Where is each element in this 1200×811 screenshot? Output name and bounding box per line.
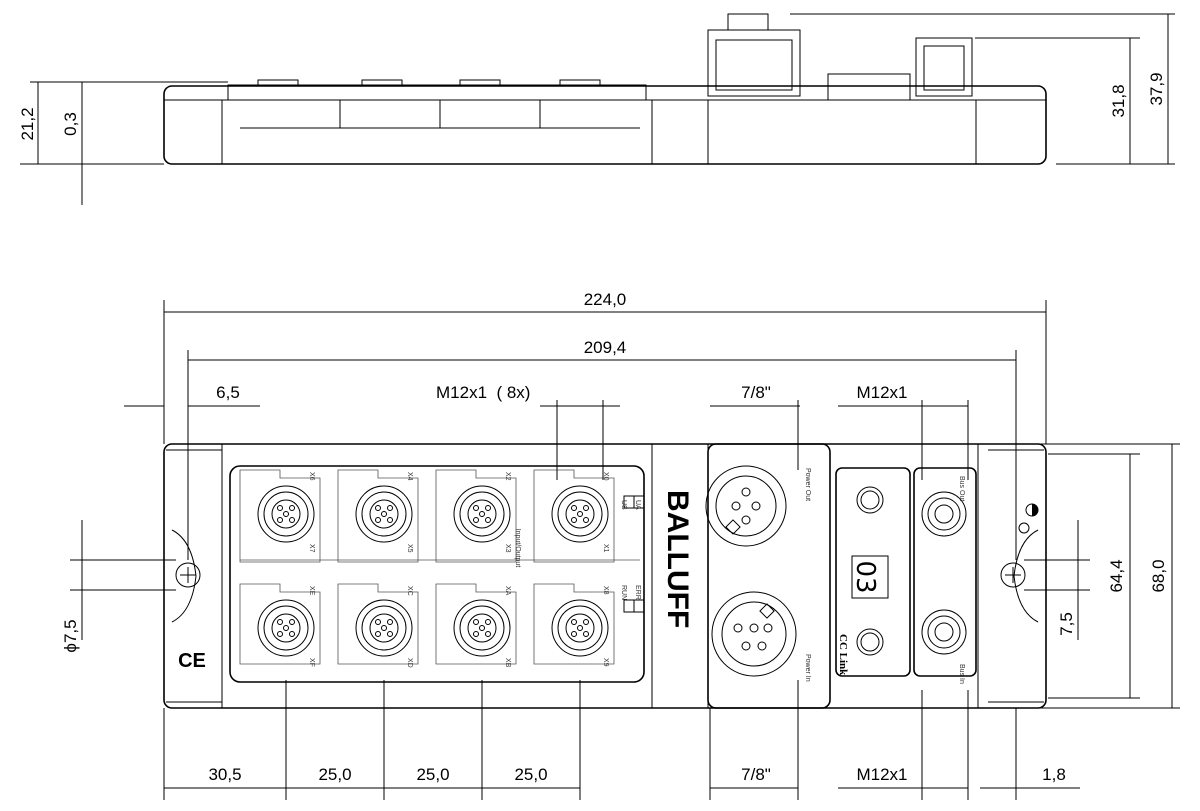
- side-dim-lines: [20, 13, 1175, 205]
- port-label: XD: [406, 658, 413, 668]
- mounting-hole-left: [175, 562, 201, 588]
- side-io-connectors: [227, 79, 647, 129]
- dim-power-connector-top: 7/8": [741, 383, 771, 402]
- status-leds: US UA RUN ERR: [620, 495, 645, 613]
- dim-bottom-4: 25,0: [514, 765, 547, 784]
- address-display: [851, 555, 889, 599]
- housing-outline: [163, 443, 1047, 709]
- bus-in-connector: [921, 609, 967, 655]
- dim-height-inner: 64,4: [1107, 559, 1126, 592]
- bus-out-connector: [921, 491, 967, 537]
- side-bus-connector: [915, 37, 973, 97]
- power-out-connector: [705, 465, 787, 547]
- dim-edge-offset: 6,5: [216, 383, 240, 402]
- dim-io-connectors: M12x1 ( 8x): [436, 383, 530, 402]
- led-label-ua: UA: [634, 500, 641, 510]
- top-dim-lines: [70, 300, 1180, 800]
- display-value: 03: [850, 560, 880, 593]
- port-label: X0: [602, 472, 609, 481]
- display-panel: [835, 467, 911, 677]
- port-label: X8: [602, 586, 609, 595]
- brand-logo: BALLUFF: [661, 490, 694, 628]
- port-label: X1: [602, 544, 609, 553]
- port-label: X7: [308, 544, 315, 553]
- dim-hole-offset: 7,5: [1057, 612, 1076, 636]
- dim-0-3: 0,3: [61, 112, 80, 136]
- bus-in-label: Bus In: [958, 664, 965, 684]
- port-label: X9: [602, 658, 609, 667]
- power-in-label: Power In: [804, 654, 811, 682]
- side-power-connector: [707, 13, 801, 97]
- dim-bottom-5: 7/8": [741, 765, 771, 784]
- led-label-err: ERR: [634, 585, 641, 600]
- io-section: [229, 465, 645, 683]
- port-label: XB: [504, 658, 511, 668]
- dim-bottom-3: 25,0: [416, 765, 449, 784]
- dim-bus-connector-top: M12x1: [856, 383, 907, 402]
- dim-bottom-1: 30,5: [208, 765, 241, 784]
- ce-mark: CE: [178, 650, 206, 672]
- io-port: XC XD: [337, 583, 419, 668]
- dim-21-2: 21,2: [18, 107, 37, 140]
- bus-section: [913, 467, 977, 677]
- bus-out-label: Bus Out: [958, 476, 965, 501]
- io-port: XE XF: [239, 583, 321, 667]
- mounting-hole-right: [1000, 562, 1026, 588]
- port-label: XA: [504, 586, 511, 596]
- port-label: XF: [308, 658, 315, 667]
- ground-symbol: [1018, 503, 1039, 534]
- power-section: [707, 443, 831, 709]
- port-label: XC: [406, 586, 413, 596]
- dim-37-9: 37,9: [1147, 72, 1166, 105]
- power-out-label: Power Out: [804, 468, 811, 501]
- dim-overall-width: 224,0: [584, 290, 627, 309]
- io-port: XA XB: [435, 583, 517, 668]
- dim-hole-diameter: ϕ7,5: [61, 619, 80, 652]
- led-label-run: RUN: [620, 585, 627, 600]
- cc-link-logo: CC Link: [837, 634, 849, 676]
- dim-bottom-7: 1,8: [1042, 765, 1066, 784]
- port-label: X4: [406, 472, 413, 481]
- dim-bottom-2: 25,0: [318, 765, 351, 784]
- port-label: XE: [308, 586, 315, 596]
- port-label: X5: [406, 544, 413, 553]
- dim-bottom-6: M12x1: [856, 765, 907, 784]
- led-label-us: US: [620, 500, 627, 510]
- port-label: X6: [308, 472, 315, 481]
- power-in-connector: [711, 591, 797, 677]
- port-label: X3: [504, 544, 511, 553]
- section-label: Input/Output: [514, 529, 521, 568]
- rotary-switch-top: [856, 486, 884, 514]
- dim-height-overall: 68,0: [1149, 559, 1168, 592]
- port-label: X2: [504, 472, 511, 481]
- dim-hole-spacing: 209,4: [584, 338, 627, 357]
- side-display: [827, 73, 911, 101]
- side-view: 21,2 0,3 31,8 37,9: [18, 13, 1175, 205]
- dim-31-8: 31,8: [1109, 84, 1128, 117]
- rotary-switch-bottom: [856, 628, 884, 656]
